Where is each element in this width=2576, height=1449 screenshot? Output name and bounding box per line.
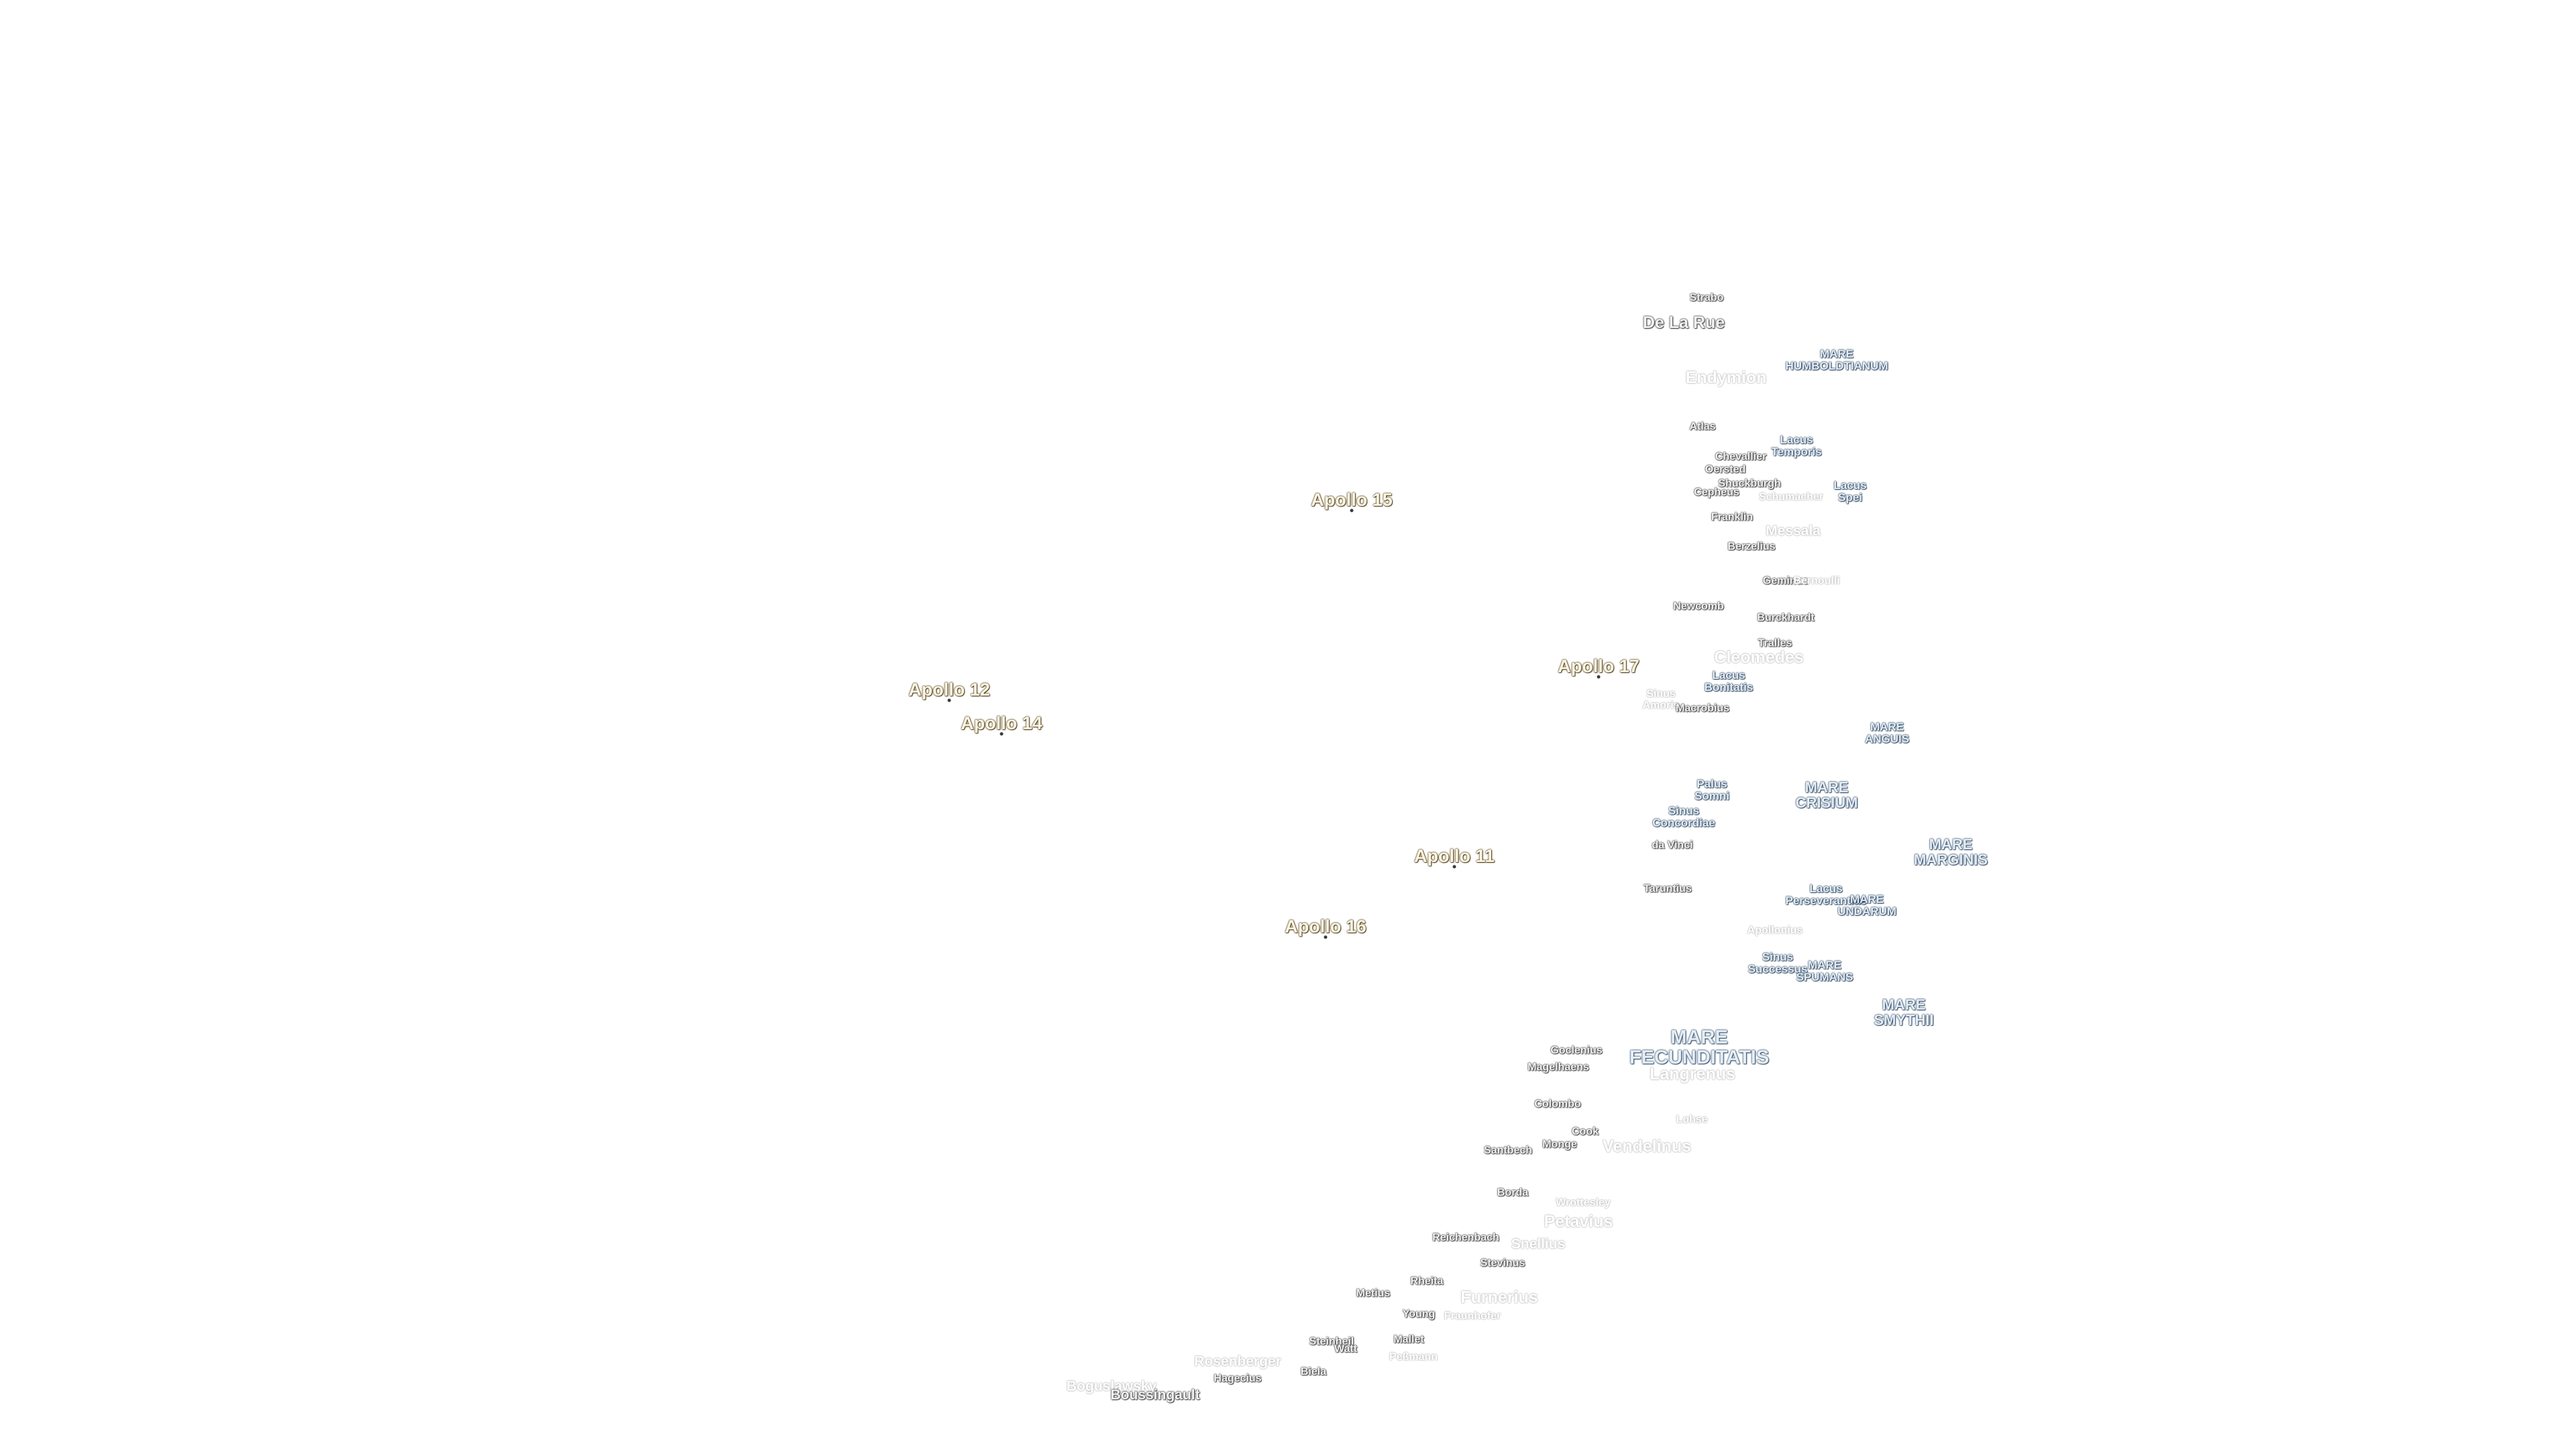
crater-label-rosenberger: Rosenberger bbox=[1194, 1353, 1281, 1369]
crater-label-langrenus: Langrenus bbox=[1650, 1064, 1735, 1083]
crater-label-atlas: Atlas bbox=[1689, 421, 1716, 433]
crater-label-chevallier: Chevallier bbox=[1715, 451, 1767, 463]
apollo-site-label-a11: Apollo 11 bbox=[1413, 845, 1495, 866]
crater-label-oersted: Oersted bbox=[1705, 464, 1746, 476]
apollo-site-label-a17: Apollo 17 bbox=[1558, 655, 1640, 676]
crater-label-franklin: Franklin bbox=[1711, 511, 1754, 523]
crater-label-delarue: De La Rue bbox=[1642, 313, 1725, 332]
crater-label-newcomb: Newcomb bbox=[1673, 600, 1724, 612]
crater-label-boguslawsky: Boguslawsky bbox=[1066, 1378, 1157, 1394]
mare-label-spumans: MARE SPUMANS bbox=[1796, 959, 1854, 983]
mare-label-undarum: MARE UNDARUM bbox=[1837, 893, 1896, 918]
crater-label-monge: Monge bbox=[1542, 1138, 1577, 1150]
crater-label-lohse: Lohse bbox=[1676, 1114, 1708, 1126]
crater-label-wrottesley: Wrottesley bbox=[1556, 1197, 1611, 1209]
crater-label-snellius: Snellius bbox=[1511, 1236, 1566, 1252]
crater-label-taruntius: Taruntius bbox=[1644, 883, 1692, 895]
crater-label-biela: Biela bbox=[1300, 1366, 1327, 1378]
mare-label-crisium: MARE CRISIUM bbox=[1795, 778, 1858, 811]
mare-label-somni: Palus Somni bbox=[1695, 777, 1729, 802]
crater-label-petavius: Petavius bbox=[1544, 1212, 1613, 1231]
apollo-site-label-a15: Apollo 15 bbox=[1311, 489, 1393, 510]
crater-label-santbech: Santbech bbox=[1483, 1144, 1533, 1157]
mare-label-successus: Sinus Successus bbox=[1748, 951, 1808, 975]
crater-label-magelhaens: Magelhaens bbox=[1527, 1061, 1589, 1073]
crater-label-fraunhofer: Fraunhofer bbox=[1444, 1310, 1501, 1322]
crater-label-macrobius: Macrobius bbox=[1675, 702, 1730, 714]
mare-label-smythii: MARE SMYTHII bbox=[1874, 996, 1934, 1028]
crater-label-apollonius: Apollonius bbox=[1747, 924, 1803, 936]
crater-label-rheita: Rheita bbox=[1410, 1275, 1444, 1287]
mare-label-spei: Lacus Spei bbox=[1833, 479, 1867, 504]
landing-site-marker bbox=[947, 698, 951, 702]
apollo-site-label-a16: Apollo 16 bbox=[1285, 916, 1366, 936]
crater-label-sinusamoris: Sinus Amoris bbox=[1642, 688, 1680, 711]
mare-label-concordiae: Sinus Concordiae bbox=[1652, 804, 1715, 829]
mare-label-anguis: MARE ANGUIS bbox=[1864, 720, 1910, 745]
crater-label-colombo: Colombo bbox=[1534, 1098, 1581, 1110]
crater-label-young: Young bbox=[1402, 1308, 1436, 1320]
mare-label-perseverantiae: Lacus Perseverantiae bbox=[1785, 882, 1867, 907]
crater-label-bernoulli: Bernoulli bbox=[1793, 575, 1840, 587]
crater-label-pellmann: Peßmann bbox=[1389, 1351, 1438, 1363]
crater-label-furnerius: Furnerius bbox=[1460, 1287, 1538, 1307]
apollo-site-label-a14: Apollo 14 bbox=[961, 712, 1042, 733]
crater-label-geminus: Geminus bbox=[1762, 575, 1809, 587]
landing-site-marker bbox=[1000, 732, 1004, 736]
mare-label-humboldtianum: MARE HUMBOLDTIANUM bbox=[1785, 347, 1888, 372]
crater-label-tralles: Tralles bbox=[1758, 637, 1792, 649]
mare-label-marginis: MARE MARGINIS bbox=[1914, 835, 1988, 868]
crater-label-watt: Watt bbox=[1334, 1343, 1358, 1355]
landing-site-marker bbox=[1324, 935, 1328, 939]
crater-label-steinheil: Steinheil bbox=[1309, 1336, 1354, 1348]
crater-label-strabo: Strabo bbox=[1689, 292, 1724, 304]
crater-label-borda: Borda bbox=[1497, 1187, 1529, 1199]
landing-site-marker bbox=[1597, 675, 1601, 679]
crater-label-mallet: Mallet bbox=[1393, 1334, 1424, 1346]
crater-label-vendelinus: Vendelinus bbox=[1603, 1136, 1691, 1156]
landing-site-marker bbox=[1350, 508, 1354, 513]
crater-label-boussingault: Boussingault bbox=[1110, 1387, 1200, 1403]
crater-label-hagecius: Hagecius bbox=[1214, 1373, 1262, 1385]
mare-label-fecunditatis: MARE FECUNDITATIS bbox=[1629, 1026, 1770, 1069]
crater-label-burckhardt: Burckhardt bbox=[1757, 612, 1815, 624]
crater-label-davinci: da Vinci bbox=[1652, 839, 1693, 851]
crater-label-shuckburgh: Shuckburgh bbox=[1718, 478, 1781, 490]
crater-label-cook: Cook bbox=[1572, 1126, 1599, 1138]
crater-label-messala: Messala bbox=[1766, 523, 1821, 539]
crater-label-cepheus: Cepheus bbox=[1694, 486, 1739, 498]
crater-label-stevinus: Stevinus bbox=[1480, 1257, 1525, 1269]
mare-label-temporis: Lacus Temporis bbox=[1771, 433, 1822, 458]
mare-label-bonitatis: Lacus Bonitatis bbox=[1704, 669, 1754, 694]
crater-label-cleomedes: Cleomedes bbox=[1714, 647, 1804, 667]
landing-site-marker bbox=[1452, 865, 1456, 869]
apollo-site-label-a12: Apollo 12 bbox=[908, 679, 990, 700]
crater-label-schumacher: Schumacher bbox=[1758, 491, 1824, 503]
crater-label-reichenbach: Reichenbach bbox=[1432, 1232, 1499, 1244]
crater-label-endymion: Endymion bbox=[1685, 368, 1767, 387]
crater-label-metius: Metius bbox=[1356, 1287, 1391, 1299]
crater-label-berzelius: Berzelius bbox=[1727, 541, 1776, 553]
crater-label-goclenius: Goclenius bbox=[1550, 1044, 1603, 1057]
